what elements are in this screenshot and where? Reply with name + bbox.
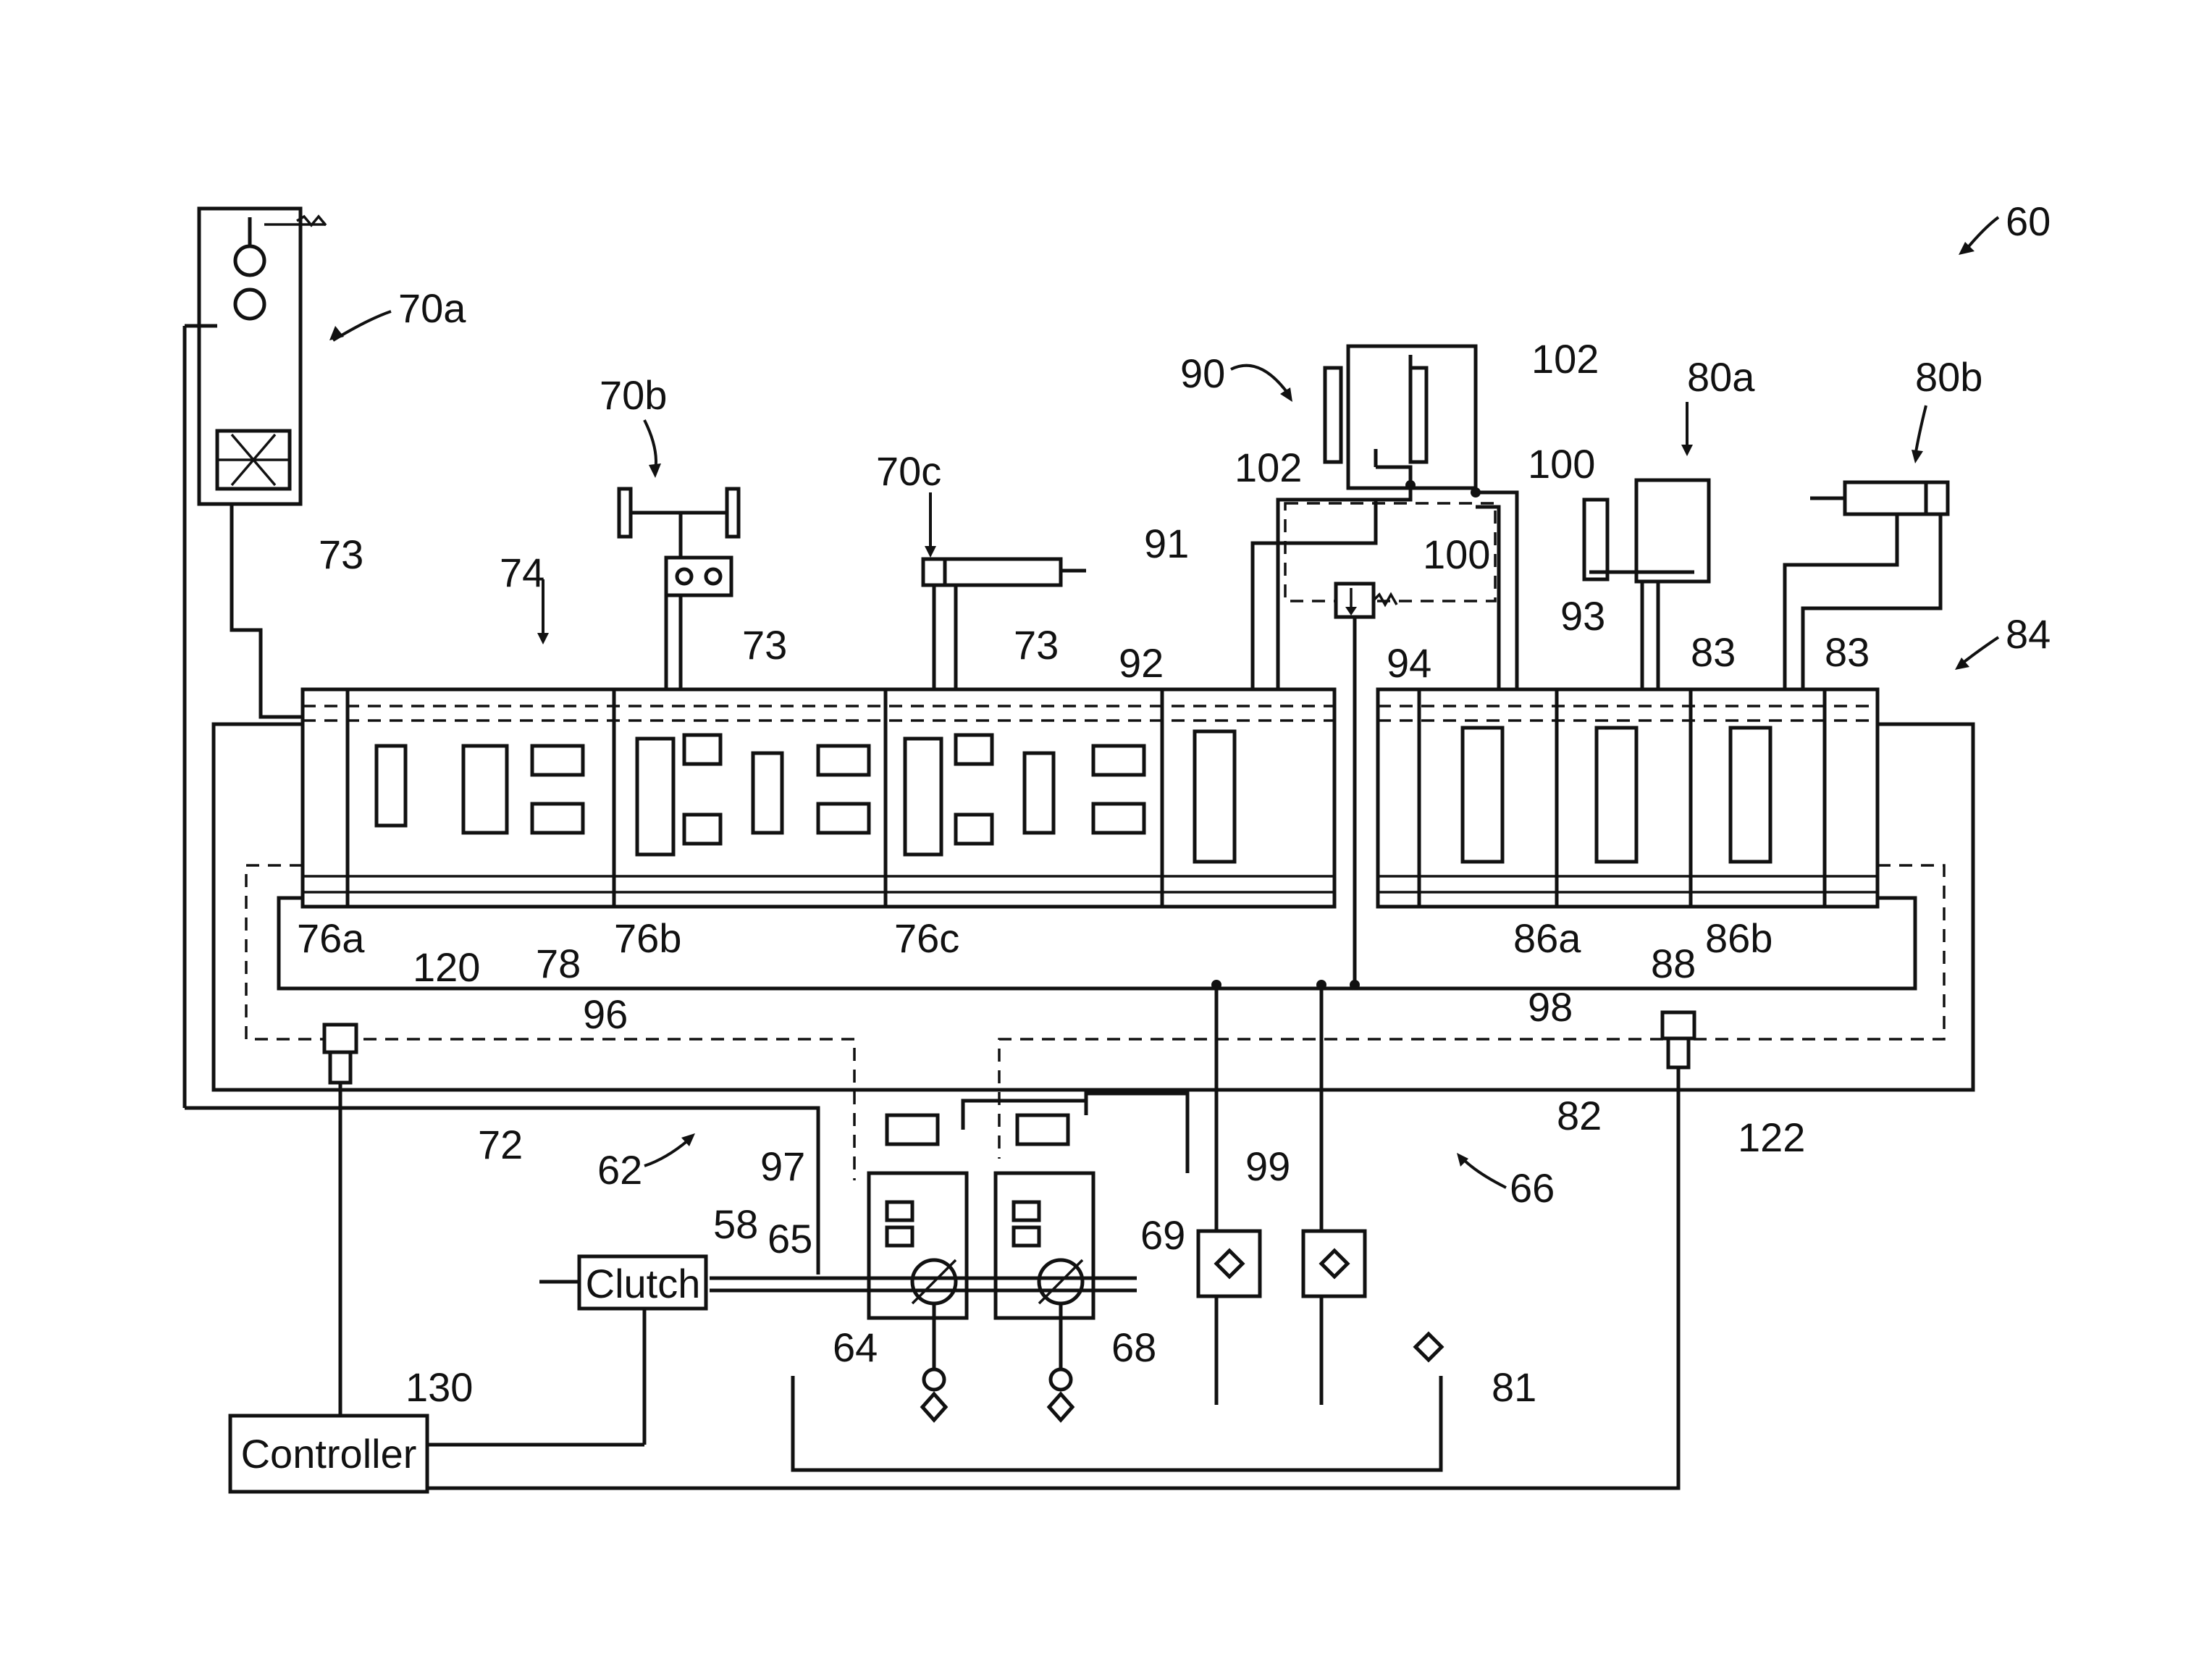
label-86a: 86a [1513, 915, 1581, 961]
label-91: 91 [1144, 521, 1189, 566]
label-70c: 70c [876, 448, 941, 494]
label-82: 82 [1557, 1093, 1602, 1138]
controller-label: Controller [241, 1431, 417, 1477]
label-86b: 86b [1705, 915, 1772, 961]
actuator-70b-symbol [619, 489, 739, 695]
clutch-label: Clutch [586, 1261, 701, 1306]
label-73-b: 73 [742, 622, 787, 668]
label-76a: 76a [297, 915, 365, 961]
label-58: 58 [713, 1201, 758, 1247]
clutch-box: Clutch [539, 1256, 706, 1309]
label-72: 72 [478, 1122, 523, 1167]
label-70b: 70b [600, 372, 667, 418]
label-97: 97 [760, 1143, 805, 1189]
label-90: 90 [1180, 350, 1225, 396]
label-68: 68 [1111, 1324, 1156, 1370]
label-60: 60 [2006, 198, 2051, 244]
label-88: 88 [1651, 941, 1696, 986]
label-65: 65 [768, 1216, 812, 1261]
label-70a: 70a [398, 285, 466, 331]
label-102-a: 102 [1531, 336, 1599, 382]
label-76b: 76b [614, 915, 681, 961]
label-130: 130 [405, 1364, 473, 1410]
label-83-b: 83 [1825, 629, 1870, 675]
label-80b: 80b [1915, 354, 1982, 400]
label-122: 122 [1738, 1114, 1805, 1160]
label-76c: 76c [894, 915, 959, 961]
label-73-c: 73 [1014, 622, 1059, 668]
label-100-b: 100 [1423, 532, 1490, 577]
label-66: 66 [1510, 1165, 1555, 1211]
label-81: 81 [1492, 1364, 1536, 1410]
valve-group-84-symbol [1378, 689, 1877, 907]
label-73-a: 73 [319, 532, 363, 577]
label-92: 92 [1119, 640, 1164, 686]
label-93: 93 [1560, 593, 1605, 639]
actuator-70a-symbol [185, 209, 449, 1108]
label-62: 62 [597, 1147, 642, 1193]
label-80a: 80a [1687, 354, 1755, 400]
controller-box: Controller [230, 1416, 427, 1492]
label-94: 94 [1387, 640, 1431, 686]
valve-group-74-symbol [303, 689, 1334, 907]
label-99: 99 [1245, 1143, 1290, 1189]
label-83-a: 83 [1691, 629, 1736, 675]
label-98: 98 [1528, 984, 1573, 1030]
label-64: 64 [833, 1324, 878, 1370]
actuator-70c-symbol [923, 559, 1086, 695]
label-96: 96 [583, 991, 628, 1037]
label-84: 84 [2006, 611, 2051, 657]
label-69: 69 [1140, 1212, 1185, 1258]
label-102-b: 102 [1235, 445, 1302, 490]
label-120: 120 [413, 944, 480, 990]
label-78: 78 [536, 941, 581, 986]
label-100-a: 100 [1528, 441, 1595, 487]
label-74: 74 [500, 550, 544, 595]
